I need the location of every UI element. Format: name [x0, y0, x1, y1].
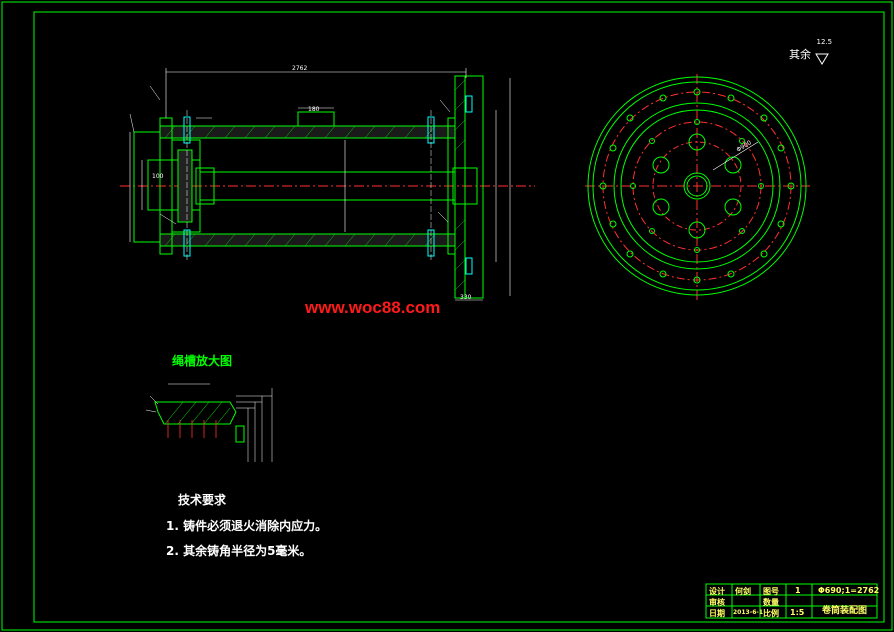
section-title: 绳槽放大图: [172, 354, 233, 368]
dim-groove: 100: [152, 173, 164, 180]
roughness-label: 其余: [789, 48, 811, 61]
tb-date-label: 日期: [709, 609, 725, 618]
tb-drawing-code: Φ690;1=2762: [818, 586, 880, 595]
title-block-grid: [705, 583, 878, 619]
requirement-item-2: 2. 其余铸角半径为5毫米。: [166, 544, 312, 558]
tb-scale: 1:5: [790, 608, 805, 617]
dim-pcd-note: Φ900: [735, 139, 753, 154]
dim-flange-width: 330: [460, 294, 472, 301]
roughness-value: 12.5: [816, 38, 833, 46]
tb-date: 2013-6-1: [733, 609, 764, 616]
inner-frame: [33, 11, 885, 623]
drum-section-view: [120, 68, 535, 301]
tb-design-label: 设计: [709, 587, 725, 596]
roughness-note: 其余 12.5: [789, 38, 832, 65]
requirement-item-1: 1. 铸件必须退火消除内应力。: [166, 519, 328, 533]
roughness-triangle-icon: [814, 53, 829, 65]
roughness-symbol: 12.5: [814, 38, 832, 65]
tb-drawing-no: 1: [795, 586, 801, 595]
tb-scale-label: 比例: [763, 609, 779, 618]
tb-drawing-name: 卷筒装配图: [822, 606, 868, 616]
tb-review-label: 审核: [709, 598, 725, 607]
tb-drawing-no-label: 图号: [763, 587, 779, 596]
tb-quantity-label: 数量: [763, 598, 779, 607]
requirements-title: 技术要求: [178, 493, 227, 507]
watermark: www.woc88.com: [305, 298, 441, 317]
dim-hub-width: 180: [308, 106, 320, 113]
groove-detail: [145, 383, 273, 462]
tb-designer: 何剑: [735, 587, 751, 596]
dim-overall-length: 2762: [292, 65, 307, 72]
drum-end-view: [585, 74, 810, 300]
